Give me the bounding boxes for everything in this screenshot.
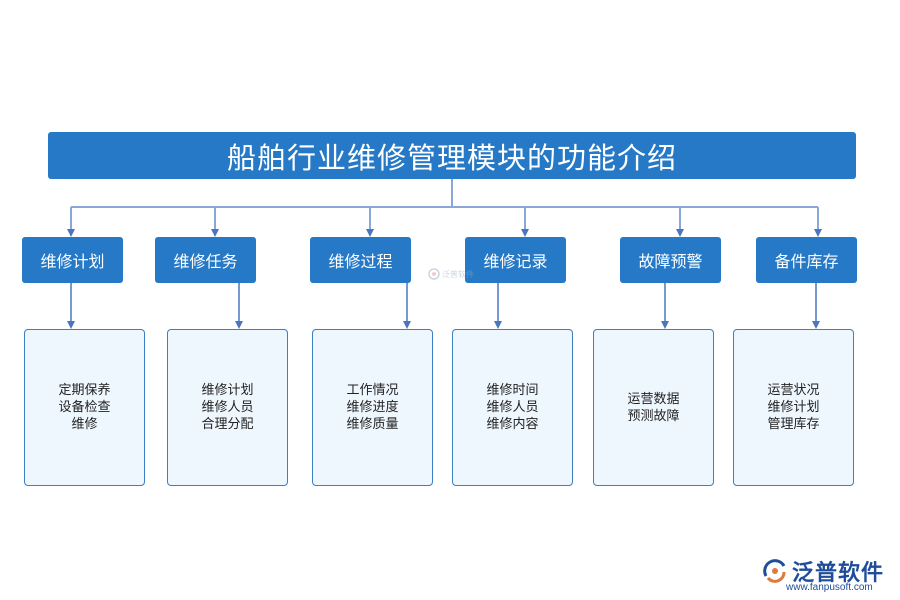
watermark: 泛普软件 — [428, 268, 474, 280]
watermark-text: 泛普软件 — [442, 269, 474, 279]
module-box-spare-parts: 备件库存 — [756, 237, 857, 283]
diagram-title: 船舶行业维修管理模块的功能介绍 — [48, 132, 856, 179]
detail-item: 维修人员 — [201, 400, 254, 415]
detail-item: 维修计划 — [201, 383, 254, 398]
detail-item: 工作情况 — [346, 383, 399, 398]
module-box-fault-warning: 故障预警 — [620, 237, 721, 283]
brand-url: www.fanpusoft.com — [786, 582, 873, 593]
detail-item: 设备检查 — [58, 400, 111, 415]
brand-name: 泛普软件 — [792, 561, 885, 586]
detail-box-maintenance-process: 工作情况 维修进度 维修质量 — [312, 329, 433, 486]
detail-item: 维修人员 — [486, 400, 539, 415]
fanpu-logo-icon — [763, 559, 786, 583]
detail-item: 合理分配 — [201, 417, 254, 432]
detail-box-fault-warning: 运营数据 预测故障 — [593, 329, 714, 486]
brand-logo: 泛普软件 — [762, 555, 884, 587]
detail-item: 定期保养 — [58, 383, 111, 398]
detail-item: 管理库存 — [767, 417, 820, 432]
detail-item: 维修进度 — [346, 400, 399, 415]
detail-item: 维修内容 — [486, 417, 539, 432]
detail-item: 预测故障 — [627, 408, 680, 424]
detail-box-spare-parts: 运营状况 维修计划 管理库存 — [733, 329, 854, 486]
detail-item: 运营状况 — [767, 383, 820, 398]
detail-item: 运营数据 — [627, 391, 680, 407]
module-box-maintenance-plan: 维修计划 — [22, 237, 123, 283]
module-box-maintenance-record: 维修记录 — [465, 237, 566, 283]
module-box-maintenance-process: 维修过程 — [310, 237, 411, 283]
detail-box-maintenance-record: 维修时间 维修人员 维修内容 — [452, 329, 573, 486]
watermark-logo-icon — [428, 268, 440, 280]
detail-box-maintenance-task: 维修计划 维修人员 合理分配 — [167, 329, 288, 486]
detail-item: 维修 — [71, 417, 98, 432]
detail-item: 维修计划 — [767, 400, 820, 415]
detail-item: 维修质量 — [346, 417, 399, 432]
module-box-maintenance-task: 维修任务 — [155, 237, 256, 283]
detail-item: 维修时间 — [486, 383, 539, 398]
detail-box-maintenance-plan: 定期保养 设备检查 维修 — [24, 329, 145, 486]
